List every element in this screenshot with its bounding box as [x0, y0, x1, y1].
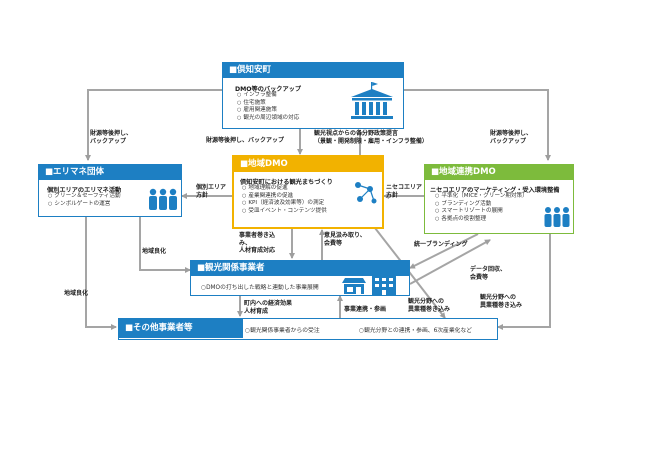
- town-hall-icon: [351, 82, 393, 119]
- regional-header: ■地域連携DMO: [425, 165, 573, 180]
- regional-dmo-box: ■地域連携DMO ニセコエリアのマーケティング・受入環境整備 平準化（MICE・…: [424, 164, 574, 234]
- town-item: 住宅施策: [237, 100, 299, 108]
- network-icon: [355, 182, 377, 204]
- label-opinion: 意見汲み取り、 会費等: [324, 232, 366, 247]
- others-item: ○観光関係事業者からの受注: [245, 328, 320, 334]
- label-policy: 観光視点からの各分野政策提言 （景観・開発制限・雇用・インフラ整備）: [314, 130, 428, 145]
- others-header: ■その他事業者等: [119, 319, 243, 338]
- arrow-regional-to-others: [497, 234, 551, 330]
- dmo-item: 受皿イベント・コンテンツ提供: [242, 208, 326, 216]
- arrow-regional-to-tourism: [409, 233, 479, 269]
- arrow-town-to-erimane: [85, 89, 222, 161]
- label-niseko-area: ニセコエリア 方針: [386, 184, 423, 199]
- label-individual-area: 個別エリア 方針: [196, 184, 227, 199]
- label-regional-good-left: 地域良化: [64, 290, 89, 297]
- dmo-item: 産業関連携の促進: [242, 193, 327, 201]
- label-finance-center: 財源等後押し、バックアップ: [206, 137, 285, 144]
- town-title: DMO等のバックアップ: [235, 86, 302, 93]
- tourism-business-box: ■観光関係事業者 ○DMOの打ち出した戦略と連動した事業展開: [190, 260, 410, 296]
- dmo-box: ■地域DMO 倶知安町における観光まちづくり 地域理解の促進 産業関連携の促進 …: [232, 155, 384, 229]
- people-group-icon: [149, 188, 177, 210]
- label-unified-branding: 統一ブランディング: [414, 241, 468, 248]
- dmo-header: ■地域DMO: [234, 157, 382, 172]
- label-data-collection: データ回収、 会費等: [470, 266, 507, 281]
- label-other-field: 観光分野への 異業種巻き込み: [408, 298, 451, 313]
- arrow-erimane-to-others: [85, 216, 117, 330]
- label-finance-left: 財源等後押し、 バックアップ: [90, 130, 133, 145]
- town-header: ■倶知安町: [223, 63, 403, 78]
- town-items: インフラ整備 住宅施策 雇用関連施策 観光の周辺領域の対応: [237, 92, 299, 122]
- others-item: ○観光分野との連携・参画、6次産業化など: [359, 328, 473, 334]
- town-item: インフラ整備: [237, 92, 299, 100]
- label-tourism-other-field: 観光分野への 異業種巻き込み: [480, 294, 523, 309]
- label-involve: 事業者巻き込 み、 人材育成対応: [239, 232, 276, 254]
- regional-item: ブランディング活動: [435, 201, 528, 209]
- arrow-town-to-regional: [403, 89, 551, 161]
- dmo-item: KPI（経済波及効果等）の測定: [242, 200, 327, 208]
- dmo-item: 地域理解の促進: [242, 185, 327, 193]
- arrow-erimane-to-tourism: [139, 216, 191, 273]
- arrow-dmo-to-others: [374, 227, 446, 319]
- others-item-text: 観光関係事業者からの受注: [250, 328, 320, 334]
- people-group-icon: [544, 207, 570, 227]
- erimane-title: 個別エリアのエリマネ活動: [47, 187, 122, 194]
- other-business-box: ■その他事業者等 ○観光関係事業者からの受注 ○観光分野との連携・参画、6次産業…: [118, 318, 498, 340]
- tourism-item-text: DMOの打ち出した戦略と連動した事業展開: [206, 285, 319, 291]
- erimane-items: グリーン＆セーフティ活動 シンボルゲートの運営: [48, 193, 121, 209]
- erimane-item: シンボルゲートの運営: [48, 201, 121, 209]
- label-economic-effect: 町内への経済効果 人材育成: [244, 300, 293, 315]
- shop-icon: [342, 278, 366, 294]
- regional-items: 平準化（MICE・グリーン期対策） ブランディング活動 スマートリゾートの展開 …: [435, 193, 528, 224]
- arrow-tourism-to-regional: [409, 239, 491, 285]
- regional-title: ニセコエリアのマーケティング・受入環境整備: [430, 187, 560, 194]
- tourism-header: ■観光関係事業者: [191, 261, 409, 276]
- others-item-text: 観光分野との連携・参画、6次産業化など: [364, 328, 473, 334]
- regional-item: 平準化（MICE・グリーン期対策）: [435, 193, 527, 201]
- town-item: 雇用関連施策: [237, 107, 299, 115]
- label-business-coop: 事業連携・参画: [344, 306, 387, 313]
- town-box: ■倶知安町 DMO等のバックアップ インフラ整備 住宅施策 雇用関連施策 観光の…: [222, 62, 404, 129]
- building-icon: [372, 275, 396, 295]
- label-regional-good-mid: 地域良化: [142, 248, 167, 255]
- dmo-items: 地域理解の促進 産業関連携の促進 KPI（経済波及効果等）の測定 受皿イベント・…: [242, 185, 327, 216]
- tourism-item: ○DMOの打ち出した戦略と連動した事業展開: [201, 285, 319, 291]
- regional-item: スマートリゾートの展開: [435, 208, 528, 216]
- label-finance-right: 財源等後押し、 バックアップ: [490, 130, 533, 145]
- erimane-box: ■エリマネ団体 個別エリアのエリマネ活動 グリーン＆セーフティ活動 シンボルゲー…: [38, 164, 182, 217]
- erimane-item: グリーン＆セーフティ活動: [48, 193, 120, 201]
- regional-item: 各拠点の役割整理: [435, 216, 528, 224]
- erimane-header: ■エリマネ団体: [39, 165, 181, 180]
- dmo-title: 倶知安町における観光まちづくり: [240, 179, 333, 186]
- town-item: 観光の周辺領域の対応: [237, 115, 299, 123]
